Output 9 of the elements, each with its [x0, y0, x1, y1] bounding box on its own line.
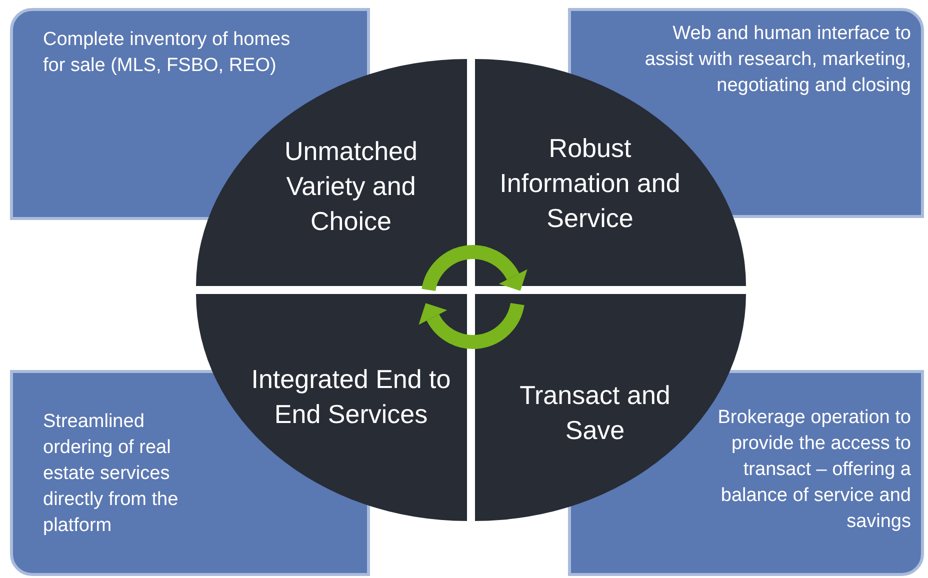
quadrant-title: Unmatched Variety and Choice [284, 135, 418, 238]
quadrant-title: Integrated End to End Services [250, 363, 452, 431]
description-text: Web and human interface to assist with research, marketing, negotiating and closing [644, 22, 911, 98]
quadrant-title: Transact and Save [518, 379, 672, 447]
quadrant-title: Robust Information and Service [498, 132, 682, 235]
quadrant-segment [196, 294, 467, 521]
description-text: Streamlined ordering of real estate services directly from the platform [43, 410, 180, 538]
description-text: Complete inventory of homes for sale (MLS, FSBO, REO) [43, 28, 292, 78]
description-text: Brokerage operation to provide the access to transact – offering a balance of service and savings [716, 406, 911, 534]
